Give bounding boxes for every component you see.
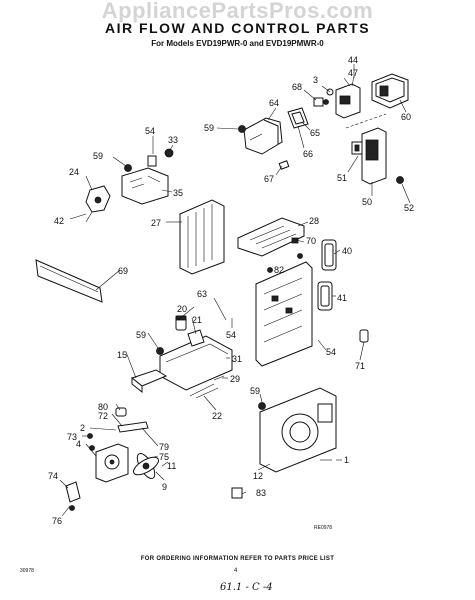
part-15-drawing xyxy=(130,369,168,394)
part-71-drawing xyxy=(359,329,369,343)
diagram-title: AIR FLOW AND CONTROL PARTS xyxy=(104,20,371,36)
callout-64: 64 xyxy=(269,98,279,108)
part-24-42-drawing xyxy=(85,185,111,223)
part-69-drawing xyxy=(35,259,103,303)
callout-27: 27 xyxy=(151,218,161,228)
part-12-drawing xyxy=(259,387,337,473)
callout-74: 74 xyxy=(48,471,58,481)
part-41-drawing xyxy=(317,281,333,311)
callout-71: 71 xyxy=(355,361,365,371)
callout-33: 33 xyxy=(168,135,178,145)
callout-54-mid: 54 xyxy=(226,330,236,340)
part-59-screw-mid xyxy=(156,347,164,355)
document-code: 30978 xyxy=(20,568,34,574)
callout-28: 28 xyxy=(309,216,319,226)
callout-2: 2 xyxy=(80,423,85,433)
part-4-motor-drawing xyxy=(87,433,129,483)
callout-42: 42 xyxy=(54,216,64,226)
callout-79: 79 xyxy=(159,442,169,452)
callout-12: 12 xyxy=(253,471,263,481)
callout-59-top: 59 xyxy=(204,123,214,133)
callout-52: 52 xyxy=(404,203,414,213)
callout-59-mid: 59 xyxy=(136,330,146,340)
callout-40: 40 xyxy=(342,246,352,256)
callout-4: 4 xyxy=(76,439,81,449)
callout-50: 50 xyxy=(362,197,372,207)
callout-29: 29 xyxy=(230,374,240,384)
callout-67: 67 xyxy=(264,174,274,184)
callout-59-low: 59 xyxy=(250,386,260,396)
ordering-footer: FOR ORDERING INFORMATION REFER TO PARTS … xyxy=(140,556,335,562)
callout-66: 66 xyxy=(303,149,313,159)
part-33-54-drawing xyxy=(147,148,174,167)
callout-1: 1 xyxy=(344,455,349,465)
callout-24: 24 xyxy=(69,167,79,177)
part-72-80-drawing xyxy=(115,407,149,433)
callout-31: 31 xyxy=(232,354,242,364)
callout-68: 68 xyxy=(292,82,302,92)
callout-63: 63 xyxy=(197,289,207,299)
part-74-76-drawing xyxy=(65,481,81,511)
part-21-drawing xyxy=(159,329,233,391)
part-83-drawing xyxy=(231,487,243,499)
part-59-screw-low xyxy=(258,402,266,410)
part-9-fan-drawing xyxy=(133,453,159,479)
part-20-drawing xyxy=(175,315,187,331)
callout-76: 76 xyxy=(52,516,62,526)
callout-75: 75 xyxy=(159,452,169,462)
part-50-51-drawing xyxy=(345,113,404,185)
callout-11: 11 xyxy=(167,461,176,471)
callout-59-left: 59 xyxy=(93,151,103,161)
page-number: 4 xyxy=(234,568,238,574)
callout-73: 73 xyxy=(67,432,77,442)
part-31-63-drawing xyxy=(255,253,313,367)
callout-47: 47 xyxy=(348,68,358,78)
reference-code: RE0978 xyxy=(314,525,333,531)
callout-70: 70 xyxy=(306,236,316,246)
leader-lines xyxy=(59,64,411,517)
callout-21: 21 xyxy=(192,315,202,325)
callout-60: 60 xyxy=(401,112,411,122)
part-59-screw-top xyxy=(238,125,246,133)
callout-15: 15 xyxy=(117,350,127,360)
part-29-drawing xyxy=(213,375,225,381)
handwritten-note: 61.1 - C -4 xyxy=(220,582,273,593)
callout-51: 51 xyxy=(337,173,347,183)
callout-44: 44 xyxy=(348,55,358,65)
callout-3: 3 xyxy=(313,75,318,85)
callout-65: 65 xyxy=(310,128,320,138)
part-22-drawing xyxy=(189,383,219,399)
callout-41: 41 xyxy=(337,293,347,303)
callout-82: 82 xyxy=(274,265,284,275)
callout-35: 35 xyxy=(173,188,183,198)
part-60-drawing xyxy=(371,73,409,109)
callout-54-right: 54 xyxy=(326,347,336,357)
part-44-47-drawing xyxy=(326,77,361,119)
diagram-subtitle: For Models EVD19PWR-0 and EVD19PMWR-0 xyxy=(151,39,324,48)
callout-54-top: 54 xyxy=(145,126,155,136)
callout-20: 20 xyxy=(177,304,187,314)
callout-22: 22 xyxy=(212,411,222,421)
part-28-drawing xyxy=(237,217,305,257)
part-68-drawing xyxy=(313,97,329,107)
part-35-drawing xyxy=(121,164,169,205)
callout-72: 72 xyxy=(98,411,108,421)
part-27-drawing xyxy=(179,199,225,275)
callout-83: 83 xyxy=(256,488,266,498)
part-40-drawing xyxy=(321,239,337,271)
watermark: AppliancePartsPros.com xyxy=(101,0,374,23)
callout-80: 80 xyxy=(98,402,108,412)
callout-69: 69 xyxy=(118,266,128,276)
callout-9: 9 xyxy=(162,482,167,492)
part-64-drawing xyxy=(243,117,283,155)
